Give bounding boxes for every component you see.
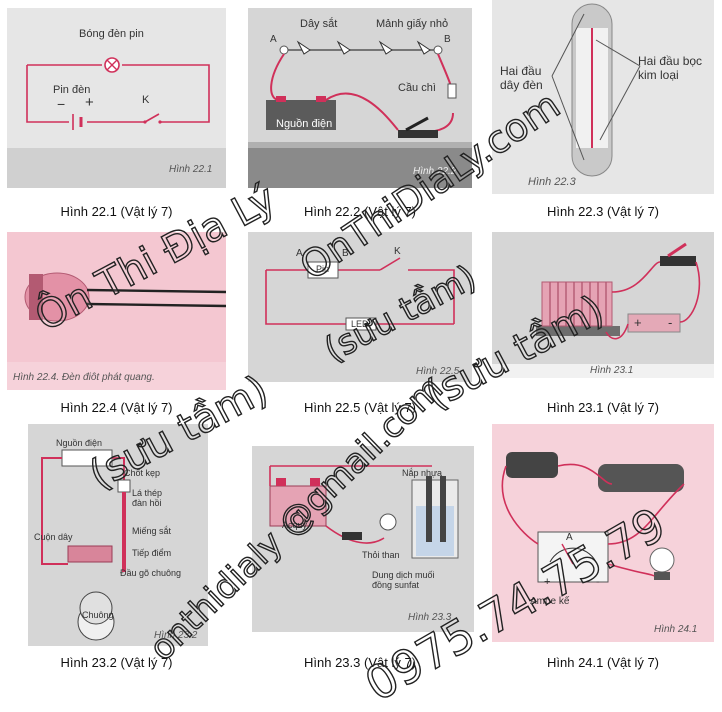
caption-23-3: Hình 23.3 (Vật lý 7) (304, 655, 416, 670)
metal-caps-label: Hai đầu bọc kim loại (638, 54, 703, 82)
point-b-label: B (342, 248, 349, 259)
electromagnet-diagram (492, 242, 714, 378)
point-a-label: A (270, 34, 277, 45)
caption-22-2: Hình 22.2 (Vật lý 7) (304, 204, 416, 219)
figure-22-5: A B K Pin LED Hình 22.5 (248, 232, 472, 382)
caption-24-1: Hình 24.1 (Vật lý 7) (547, 655, 659, 670)
ammeter-a-label: A (566, 532, 573, 543)
electroplating-diagram (269, 465, 459, 559)
hammer-label: Đầu gõ chuông (120, 568, 182, 578)
caption-22-1: Hình 22.1 (Vật lý 7) (60, 204, 173, 219)
led-circuit-diagram (265, 257, 455, 331)
coil-label: Cuộn dây (34, 532, 73, 542)
battery-label: Pin (316, 264, 330, 274)
bell-label: Chuông (82, 610, 114, 620)
caption-22-3: Hình 22.3 (Vật lý 7) (547, 204, 659, 219)
plus-sign: + (544, 576, 551, 588)
iron-wire-label: Dây sắt (300, 18, 338, 30)
figure-number: Hình 22.2 (413, 166, 457, 177)
figure-number: Hình 23.1 (590, 365, 634, 376)
iron-plate-label: Miếng sắt (132, 526, 172, 536)
figure-number: Hình 22.4. Đèn điôt phát quang. (13, 372, 155, 383)
figure-22-1: Bóng đèn pin Pin đèn − + K Hình 22.1 (7, 8, 226, 188)
plus-sign: + (634, 315, 642, 330)
figure-number: Hình 22.5 (416, 366, 460, 377)
led-label: LED (351, 319, 369, 329)
figure-23-1: + - Hình 23.1 (492, 232, 714, 378)
caption-23-1: Hình 23.1 (Vật lý 7) (547, 400, 659, 415)
circuit-22-1-diagram (7, 57, 226, 188)
minus-sign: - (668, 315, 673, 330)
plastic-lid-label: Nắp nhựa (402, 468, 443, 478)
power-source-label: Nguồn điện (276, 118, 333, 130)
ammeter-label: Ampe kế (530, 596, 570, 607)
carbon-rod-label: Thỏi than (362, 550, 400, 560)
figure-22-4: Hình 22.4. Đèn điôt phát quang. (7, 232, 226, 390)
minus-sign: − (57, 96, 66, 112)
fuse-tube-diagram (551, 3, 641, 177)
figure-23-3: Nắp nhựa Acquy Thỏi than Dung dịch muối … (252, 446, 474, 632)
solution-label: Dung dịch muối đồng sunfat (372, 570, 435, 590)
caption-23-2: Hình 23.2 (Vật lý 7) (60, 655, 173, 670)
clip-label: Chốt kẹp (124, 468, 161, 478)
led-photo (7, 232, 226, 362)
caption-22-5: Hình 22.5 (Vật lý 7) (304, 400, 416, 415)
figure-number: Hình 22.3 (528, 176, 576, 188)
plus-sign: + (85, 94, 94, 111)
figure-24-1: A + - Ampe kế Hình 24.1 (492, 424, 714, 642)
figure-23-2: Nguồn điện Chốt kẹp Lá thép đàn hồi Cuộn… (28, 424, 208, 646)
switch-label: K (142, 94, 150, 106)
figure-number: Hình 23.3 (408, 612, 452, 623)
caption-22-4: Hình 22.4 (Vật lý 7) (60, 400, 173, 415)
battery-label: Acquy (282, 520, 308, 530)
contact-label: Tiếp điểm (132, 548, 172, 558)
figure-22-3: Hai đầu dây đèn Hai đầu bọc kim loại Hìn… (492, 0, 714, 194)
wire-ends-label: Hai đầu dây đèn (500, 64, 543, 92)
steel-leaf-label: Lá thép đàn hồi (132, 488, 163, 508)
figure-22-2: A B Dây sắt Mảnh giấy nhỏ Cầu chì Nguồn … (248, 8, 472, 188)
ammeter-circuit-photo (501, 452, 685, 583)
battery-label: Pin đèn (53, 84, 91, 96)
point-b-label: B (444, 34, 451, 45)
fuse-experiment-diagram (248, 40, 472, 188)
figure-number: Hình 23.2 (154, 630, 198, 641)
minus-sign: - (596, 576, 600, 588)
figure-number: Hình 24.1 (654, 624, 698, 635)
figure-number: Hình 22.1 (169, 164, 213, 175)
paper-label: Mảnh giấy nhỏ (376, 18, 449, 30)
fuse-label: Cầu chì (398, 82, 436, 94)
lamp-label: Bóng đèn pin (79, 28, 144, 40)
electric-bell-diagram (41, 449, 131, 641)
point-a-label: A (296, 248, 303, 259)
power-source-label: Nguồn điện (56, 438, 103, 448)
switch-label: K (394, 246, 401, 257)
